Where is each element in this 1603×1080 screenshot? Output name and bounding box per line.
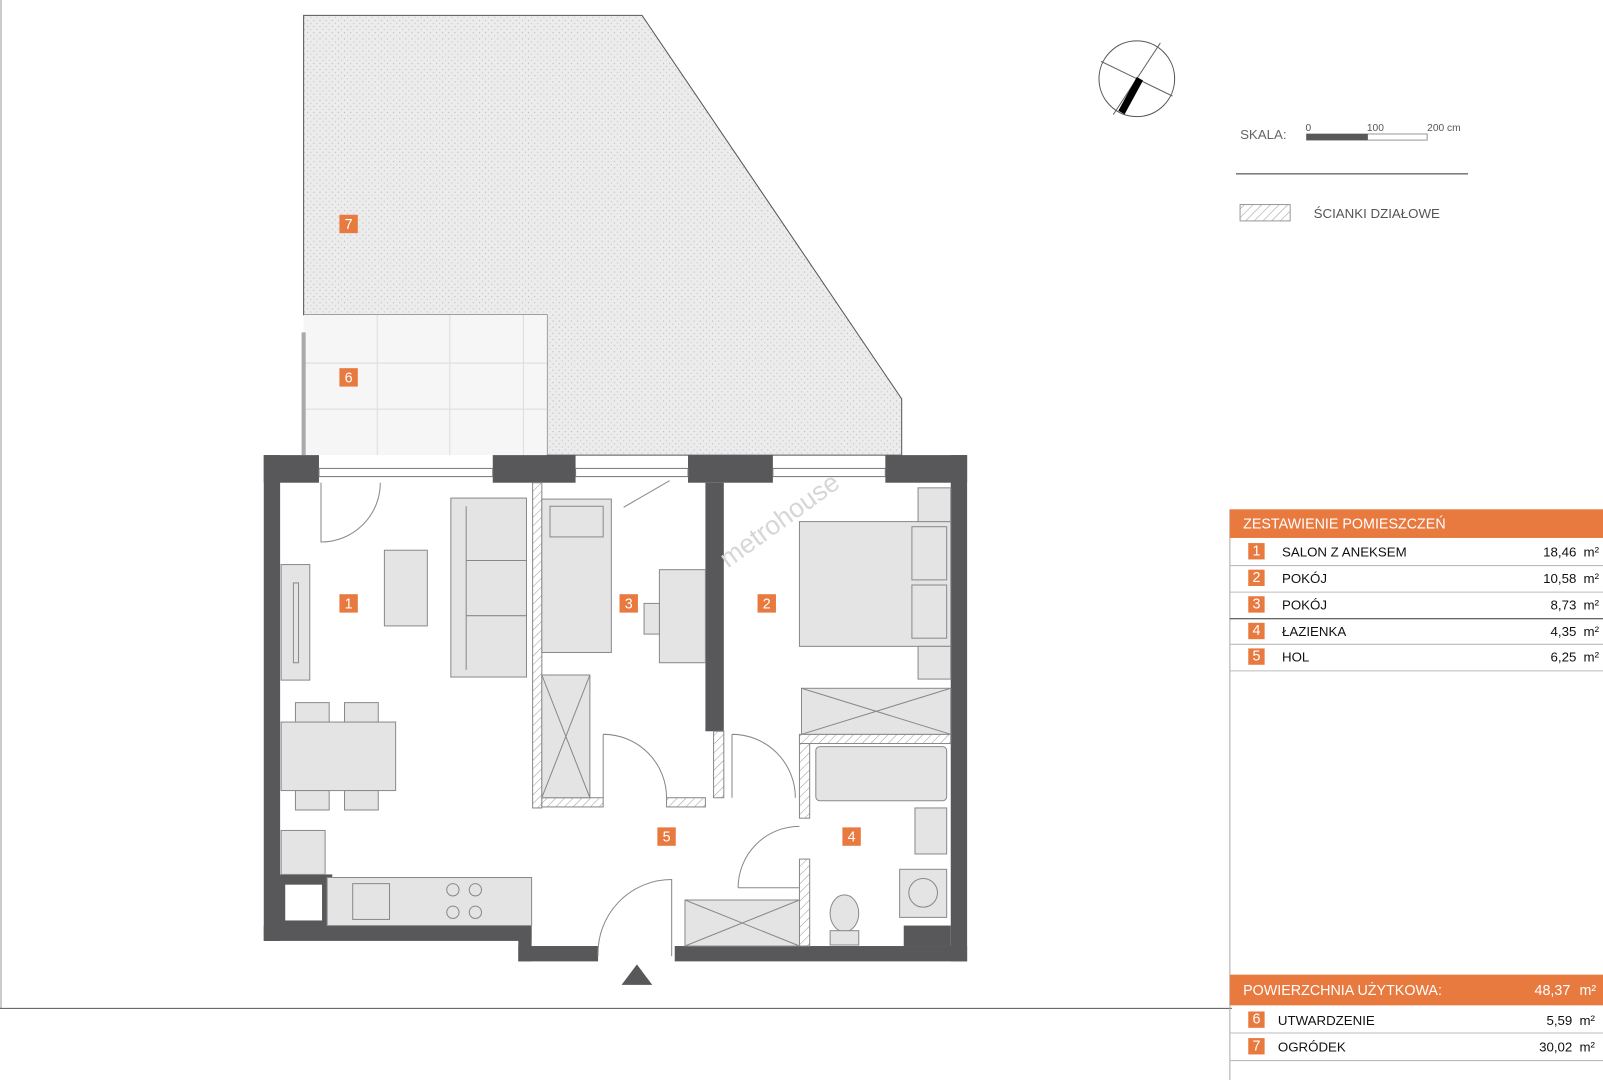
svg-text:30,02: 30,02: [1539, 1039, 1572, 1054]
room-label-7: 7: [339, 214, 358, 234]
table-row: 2 POKÓJ 10,58 m²: [1248, 569, 1600, 587]
partition-legend-swatch: [1239, 204, 1291, 222]
windows: [318, 467, 886, 478]
furniture: [280, 487, 952, 947]
table-row: 7 OGRÓDEK 30,02 m²: [1248, 1038, 1596, 1055]
svg-text:5: 5: [1252, 649, 1260, 665]
svg-text:8,73: 8,73: [1551, 598, 1577, 613]
svg-text:POKÓJ: POKÓJ: [1282, 571, 1327, 586]
svg-text:m²: m²: [1579, 983, 1596, 999]
svg-text:6: 6: [1252, 1012, 1260, 1028]
scale-label: SKALA:: [1240, 127, 1287, 142]
terrace-area: [301, 315, 547, 456]
svg-text:m²: m²: [1584, 624, 1600, 639]
rooms-table: ZESTAWIENIE POMIESZCZEŃ 1 SALON Z ANEKSEM…: [1229, 509, 1603, 1080]
svg-text:3: 3: [1252, 597, 1260, 613]
svg-text:2: 2: [763, 597, 771, 613]
entrance-arrow-icon: [621, 964, 653, 985]
table-row: 1 SALON Z ANEKSEM 18,46 m²: [1248, 543, 1600, 560]
svg-text:2: 2: [1252, 570, 1260, 586]
svg-text:3: 3: [625, 597, 633, 613]
svg-text:5: 5: [663, 830, 671, 846]
svg-text:m²: m²: [1579, 1013, 1595, 1028]
table-row: 3 POKÓJ 8,73 m²: [1248, 596, 1600, 613]
room-label-3: 3: [619, 594, 638, 613]
svg-text:4: 4: [848, 830, 856, 846]
svg-text:UTWARDZENIE: UTWARDZENIE: [1278, 1013, 1375, 1028]
scale-tick-200: 200 cm: [1427, 123, 1461, 134]
svg-text:m²: m²: [1584, 571, 1600, 586]
svg-text:10,58: 10,58: [1543, 571, 1576, 586]
svg-text:7: 7: [345, 217, 353, 233]
scale-tick-0: 0: [1306, 123, 1312, 134]
room-label-1: 1: [339, 594, 358, 613]
svg-text:OGRÓDEK: OGRÓDEK: [1278, 1039, 1346, 1054]
room-label-2: 2: [757, 594, 776, 613]
svg-text:6,25: 6,25: [1551, 650, 1577, 665]
total-label: POWIERZCHNIA UŻYTKOWA:: [1243, 981, 1442, 999]
partition-walls: [532, 482, 952, 947]
room-label-5: 5: [657, 827, 676, 846]
svg-text:SALON Z ANEKSEM: SALON Z ANEKSEM: [1282, 544, 1407, 559]
table-row: 6 UTWARDZENIE 5,59 m²: [1248, 1011, 1596, 1028]
svg-text:1: 1: [345, 597, 353, 613]
exterior-walls: [263, 455, 968, 962]
svg-text:1: 1: [1252, 543, 1260, 559]
table-row: 4 ŁAZIENKA 4,35 m²: [1248, 622, 1600, 640]
doors: [320, 480, 800, 957]
total-area: 48,37: [1535, 983, 1571, 999]
svg-text:m²: m²: [1584, 598, 1600, 613]
svg-text:m²: m²: [1584, 544, 1600, 559]
svg-text:m²: m²: [1584, 650, 1600, 665]
svg-text:7: 7: [1252, 1038, 1260, 1054]
svg-text:HOL: HOL: [1282, 650, 1309, 665]
svg-text:18,46: 18,46: [1543, 544, 1576, 559]
svg-text:4: 4: [1252, 623, 1260, 639]
room-label-6: 6: [339, 368, 358, 387]
north-arrow-icon: [1098, 40, 1176, 118]
svg-text:6: 6: [345, 370, 353, 386]
svg-text:5,59: 5,59: [1546, 1013, 1572, 1028]
svg-text:4,35: 4,35: [1551, 624, 1577, 639]
svg-text:ZESTAWIENIE POMIESZCZEŃ: ZESTAWIENIE POMIESZCZEŃ: [1243, 516, 1446, 533]
room-label-4: 4: [842, 827, 861, 846]
scale-tick-100: 100: [1367, 123, 1384, 134]
svg-text:POKÓJ: POKÓJ: [1282, 598, 1327, 613]
svg-text:ŁAZIENKA: ŁAZIENKA: [1282, 624, 1346, 639]
table-row: 5 HOL 6,25 m²: [1248, 648, 1600, 665]
partition-legend-label: ŚCIANKI DZIAŁOWE: [1314, 206, 1440, 221]
svg-text:m²: m²: [1579, 1039, 1595, 1054]
